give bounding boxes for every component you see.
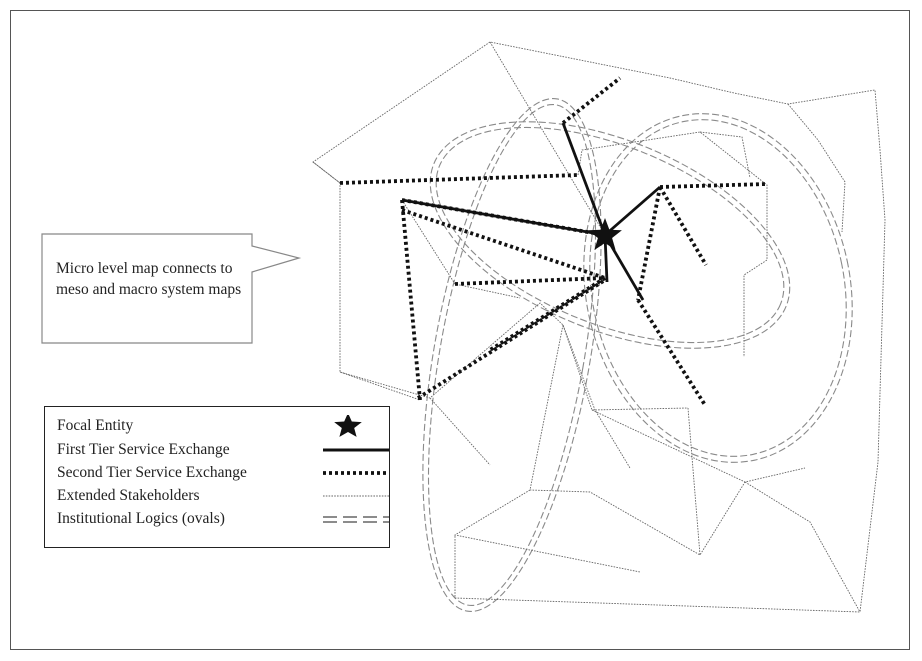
oval-upper	[429, 121, 791, 349]
first-tier-exchange-lines	[401, 122, 661, 301]
legend-label: First Tier Service Exchange	[57, 441, 230, 458]
legend-label: Institutional Logics (ovals)	[57, 510, 225, 527]
callout-text: Micro level map connects to meso and mac…	[56, 260, 242, 298]
second-tier-exchange-lines	[339, 76, 768, 407]
institutional-logic-ovals	[422, 98, 853, 612]
extended-stakeholder-lines	[312, 41, 886, 613]
legend-label: Extended Stakeholders	[57, 487, 200, 504]
focal-entity-star-icon	[588, 218, 622, 250]
legend-item-institutional-logics: Institutional Logics (ovals)	[57, 508, 389, 530]
oval-right	[583, 113, 853, 463]
oval-left	[422, 98, 602, 612]
solid-line-icon	[323, 448, 389, 452]
dotted-line-icon	[323, 471, 389, 475]
legend-item-second-tier: Second Tier Service Exchange	[57, 462, 389, 484]
legend-item-extended-stakeholders: Extended Stakeholders	[57, 485, 389, 507]
callout-bubble	[41, 233, 302, 344]
legend-item-focal-entity: Focal Entity	[57, 415, 379, 437]
legend-label: Focal Entity	[57, 417, 134, 434]
legend-label: Second Tier Service Exchange	[57, 464, 247, 481]
legend: Focal Entity First Tier Service Exchange…	[44, 406, 390, 548]
star-icon	[334, 415, 362, 437]
legend-item-first-tier: First Tier Service Exchange	[57, 439, 389, 461]
thin-line-icon	[323, 495, 389, 497]
double-dashed-line-icon	[323, 516, 389, 523]
